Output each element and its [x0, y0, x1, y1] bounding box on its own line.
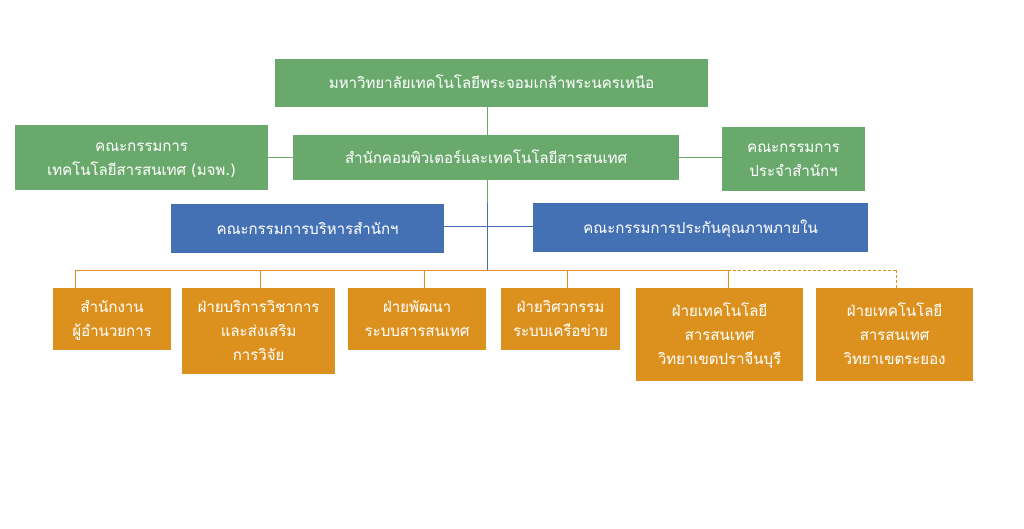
connector — [424, 270, 425, 288]
node-label: คณะกรรมการบริหารสำนักฯ — [216, 219, 399, 238]
node-label: ฝ่ายเทคโนโลยี — [846, 301, 943, 320]
node-label: และส่งเสริม — [220, 322, 297, 340]
node-label: ประจำสำนักฯ — [749, 162, 838, 180]
university-node: มหาวิทยาลัยเทคโนโลยีพระจอมเกล้าพระนครเหน… — [275, 59, 708, 107]
node-label: สารสนเทศ — [859, 325, 930, 344]
node-label: ฝ่ายวิศวกรรม — [516, 298, 605, 316]
division-academic-services: ฝ่ายบริการวิชาการและส่งเสริมการวิจัย — [182, 288, 335, 374]
connector — [268, 157, 293, 158]
node-label: คณะกรรมการ — [95, 136, 188, 155]
connector — [487, 203, 488, 270]
node-label: ระบบเครือข่าย — [513, 322, 608, 340]
connector — [260, 270, 261, 288]
it-committee-node: คณะกรรมการเทคโนโลยีสารสนเทศ (มจพ.) — [15, 125, 268, 190]
node-label: วิทยาเขตระยอง — [843, 349, 946, 368]
node-label: เทคโนโลยีสารสนเทศ (มจพ.) — [47, 160, 236, 179]
division-it-prachinburi: ฝ่ายเทคโนโลยีสารสนเทศวิทยาเขตปราจีนบุรี — [636, 288, 803, 381]
division-director-office: สำนักงานผู้อำนวยการ — [53, 288, 171, 350]
connector — [75, 270, 728, 271]
office-node: สำนักคอมพิวเตอร์และเทคโนโลยีสารสนเทศ — [293, 135, 679, 180]
exec-committee-node: คณะกรรมการบริหารสำนักฯ — [171, 204, 444, 253]
office-committee-node: คณะกรรมการประจำสำนักฯ — [722, 127, 865, 191]
connector — [728, 270, 729, 288]
node-label: คณะกรรมการประกันคุณภาพภายใน — [583, 218, 818, 237]
node-label: สำนักงาน — [80, 298, 144, 316]
division-network-engineering: ฝ่ายวิศวกรรมระบบเครือข่าย — [501, 288, 620, 350]
node-label: มหาวิทยาลัยเทคโนโลยีพระจอมเกล้าพระนครเหน… — [328, 74, 655, 92]
node-label: ฝ่ายบริการวิชาการ — [197, 298, 320, 316]
connector — [75, 270, 76, 288]
node-label: สารสนเทศ — [684, 325, 755, 344]
node-label: คณะกรรมการ — [747, 138, 840, 156]
connector-dashed — [896, 270, 897, 288]
node-label: การวิจัย — [232, 346, 285, 364]
connector — [444, 226, 533, 227]
node-label: ระบบสารสนเทศ — [364, 322, 470, 340]
node-label: ผู้อำนวยการ — [72, 322, 152, 340]
connector — [679, 157, 722, 158]
node-label: ฝ่ายเทคโนโลยี — [671, 301, 768, 320]
node-label: สำนักคอมพิวเตอร์และเทคโนโลยีสารสนเทศ — [345, 148, 627, 167]
connector — [567, 270, 568, 288]
qa-committee-node: คณะกรรมการประกันคุณภาพภายใน — [533, 203, 868, 252]
node-label: วิทยาเขตปราจีนบุรี — [657, 349, 782, 368]
division-is-development: ฝ่ายพัฒนาระบบสารสนเทศ — [348, 288, 486, 350]
connector-dashed — [728, 270, 896, 271]
division-it-rayong: ฝ่ายเทคโนโลยีสารสนเทศวิทยาเขตระยอง — [816, 288, 973, 381]
node-label: ฝ่ายพัฒนา — [382, 298, 452, 316]
